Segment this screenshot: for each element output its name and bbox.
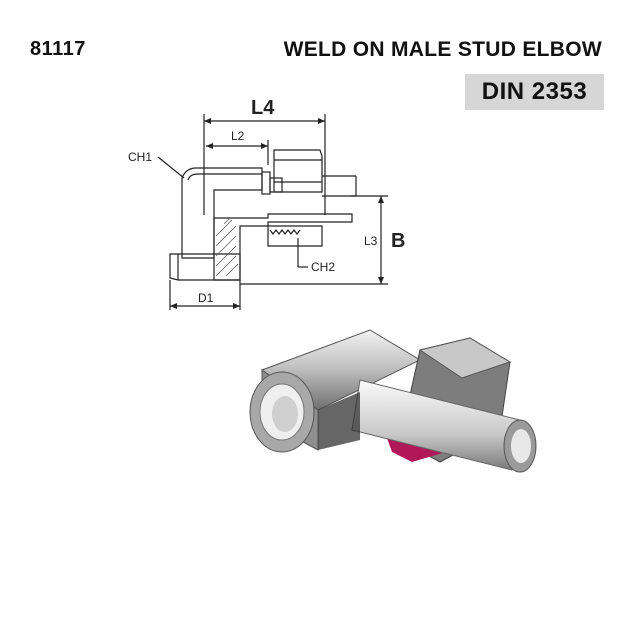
ch2-label: CH2 <box>311 260 335 274</box>
thread-zigzag <box>269 229 301 235</box>
standard-badge: DIN 2353 <box>465 74 604 110</box>
elbow-body-outline <box>181 167 263 259</box>
l3-label: L3 <box>364 234 378 248</box>
nut-outline <box>273 149 323 193</box>
l4-label: L4 <box>251 97 275 119</box>
ch1-label: CH1 <box>128 150 152 164</box>
d1-label: D1 <box>198 291 214 305</box>
cutaway-render <box>249 329 537 473</box>
b-label: B <box>391 230 405 252</box>
product-title: WELD ON MALE STUD ELBOW <box>283 38 602 61</box>
ch1-leader <box>157 156 185 179</box>
l2-label: L2 <box>231 129 245 143</box>
part-number: 81117 <box>30 38 86 60</box>
